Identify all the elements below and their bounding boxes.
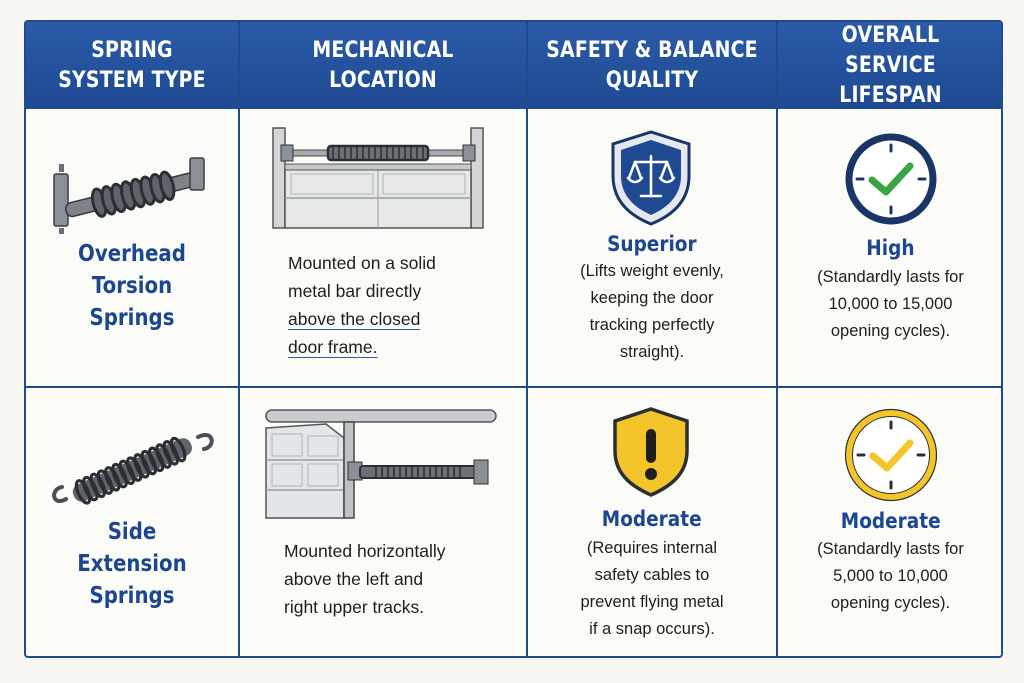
location-line: above the left and [284,569,424,589]
location-line: Mounted on a solid [288,253,436,273]
safety-description: (Lifts weight evenly, keeping the door t… [528,258,776,366]
lifespan-description: (Standardly lasts for 5,000 to 10,000 op… [778,536,1001,617]
safety-line: if a snap occurs). [589,620,715,638]
spring-type-line: Overhead [78,241,186,267]
location-line: door frame. [288,337,378,357]
spring-type-line: Side [107,519,157,545]
spring-type-line: Springs [89,583,175,609]
spring-type-line: Extension [77,551,187,577]
torsion-spring-icon [53,157,205,234]
location-description: Mounted horizontally above the left and … [284,537,516,621]
extension-spring-icon [52,433,214,505]
safety-rating: Moderate [602,507,702,531]
lifespan-line: opening cycles). [830,594,951,612]
lifespan-line: 5,000 to 10,000 [833,567,948,585]
safety-line: prevent flying metal [580,593,724,611]
column-divider [526,22,528,656]
green-check-clock-icon [845,133,937,225]
spring-type-label: Side Extension Springs [26,516,238,612]
spring-type-line: Springs [89,305,175,331]
safety-description: (Requires internal safety cables to prev… [528,535,776,643]
lifespan-line: (Standardly lasts for [817,540,964,558]
header-location: MECHANICAL LOCATION [312,37,454,93]
column-divider [776,22,778,656]
scales-of-justice-shield-icon [611,130,691,226]
lifespan-description: (Standardly lasts for 10,000 to 15,000 o… [778,264,1001,345]
row-divider [26,386,1001,388]
safety-line: tracking perfectly [589,316,715,334]
garage-door-torsion-illustration [272,127,484,229]
location-description: Mounted on a solid metal bar directly ab… [288,249,518,361]
location-line: right upper tracks. [284,597,425,617]
spring-type-label: Overhead Torsion Springs [26,238,238,334]
safety-line: straight). [619,343,685,361]
garage-door-extension-illustration [265,409,497,519]
location-line: Mounted horizontally [284,541,446,561]
safety-line: keeping the door [590,289,714,307]
safety-line: (Requires internal [586,539,718,557]
yellow-check-clock-icon [844,408,938,502]
safety-line: safety cables to [594,566,710,584]
spring-type-line: Torsion [91,273,173,299]
location-line: above the closed [288,309,421,329]
lifespan-line: (Standardly lasts for [817,268,964,286]
safety-rating: Superior [607,232,697,256]
column-divider [238,22,240,656]
lifespan-line: opening cycles). [830,322,951,340]
lifespan-rating: Moderate [840,509,941,533]
lifespan-rating: High [866,236,915,260]
exclamation-warning-shield-icon [613,407,689,497]
location-line: metal bar directly [288,281,422,301]
safety-line: (Lifts weight evenly, [580,262,724,280]
lifespan-line: 10,000 to 15,000 [828,295,953,313]
